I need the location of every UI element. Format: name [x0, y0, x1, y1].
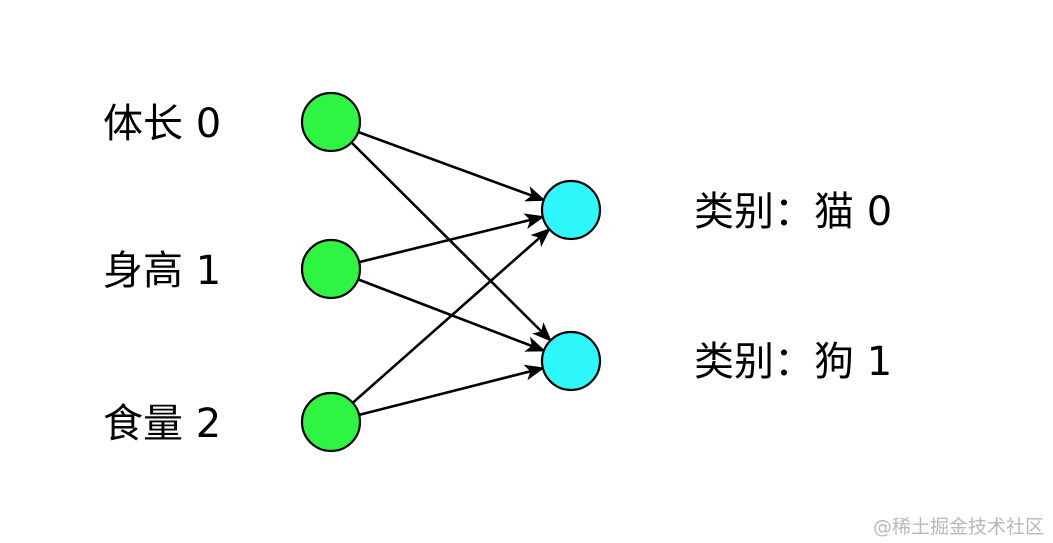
edge-arrow-in0-to-out0	[357, 130, 546, 202]
output-node-dog	[540, 330, 602, 392]
input-node-body-length	[300, 91, 362, 153]
edge-arrow-in2-to-out0	[351, 227, 551, 404]
edges-layer	[350, 130, 552, 417]
output-node-cat	[540, 179, 602, 241]
input-node-food-intake	[300, 391, 362, 453]
watermark-text: @稀土掘金技术社区	[873, 516, 1044, 538]
input-label-food-intake: 食量 2	[103, 401, 221, 447]
edge-arrow-in1-to-out0	[358, 213, 545, 264]
output-label-cat: 类别：猫 0	[694, 189, 892, 235]
edge-arrow-in2-to-out1	[358, 364, 545, 417]
input-label-body-length: 体长 0	[103, 101, 221, 147]
input-node-height	[300, 238, 362, 300]
input-label-height: 身高 1	[103, 248, 221, 294]
edge-arrow-in0-to-out1	[350, 141, 552, 342]
output-label-dog: 类别：狗 1	[694, 339, 892, 385]
